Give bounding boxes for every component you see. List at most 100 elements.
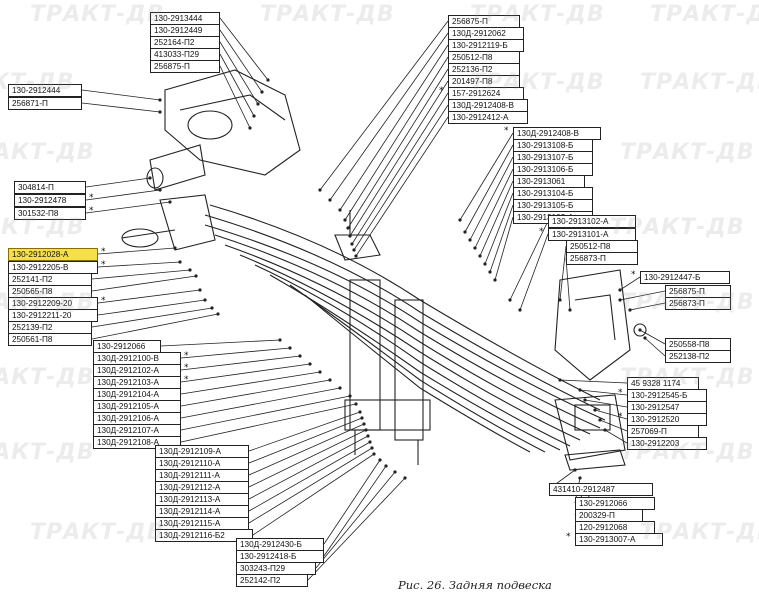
leader-line [347,68,449,229]
leader-line [644,337,666,357]
leader-line [559,245,567,301]
watermark: ТРАКТ-ДВ [640,70,759,95]
leader-endpoint [568,308,572,312]
part-number-label[interactable]: 304814-П [14,181,86,194]
leader-endpoint [352,248,356,252]
leader-line [484,192,514,265]
leader-endpoint [318,370,322,374]
part-number-label[interactable]: 250561-П8 [8,333,92,346]
watermark: ТРАКТ-ДВ [610,215,745,240]
leader-endpoint [308,362,312,366]
part-number-label[interactable]: 130-2912028-А [8,248,98,261]
leader-line [248,423,365,476]
watermark: ТРАКТ-ДВ [640,520,759,545]
leader-line [565,257,571,311]
part-number-label[interactable]: 130-2912412-А [448,111,528,124]
watermark: ТРАКТ-ДВ [620,440,755,465]
leader-line [307,477,406,581]
leader-endpoint [364,428,368,432]
part-number-label[interactable]: 130-2912447-Б [640,271,730,284]
leader-line [97,247,176,255]
leader-endpoint [328,198,332,202]
leader-endpoint [338,386,342,390]
watermark: ТРАКТ-ДВ [0,140,95,165]
asterisk-marker: * [618,412,623,422]
asterisk-marker: * [539,227,544,237]
part-number-label[interactable]: 431410-2912487 [549,483,653,496]
leader-line [91,269,191,280]
rear-bracket [554,269,647,381]
watermark: ТРАКТ-ДВ [30,520,165,545]
part-number-label[interactable]: 256873-П [665,297,731,310]
leader-endpoint [348,234,352,238]
leader-endpoint [638,328,642,332]
part-number-label[interactable]: 130Д-2912116-Б2 [155,529,253,542]
leader-line [248,411,361,452]
leader-endpoint [558,378,562,382]
leader-line [619,290,666,301]
leader-line [579,389,628,396]
leader-endpoint [384,464,388,468]
asterisk-marker: * [184,375,189,385]
asterisk-marker: * [101,260,106,270]
asterisk-marker: * [566,532,571,542]
leader-line [464,144,514,233]
leader-endpoint [463,230,467,234]
leader-line [639,329,666,345]
leader-endpoint [338,208,342,212]
leader-line [474,168,514,249]
leader-line [459,132,514,221]
leader-endpoint [343,218,347,222]
leader-endpoint [148,176,152,180]
part-number-label[interactable]: 256873-П [566,252,638,265]
asterisk-marker: * [89,193,94,203]
part-number-label[interactable]: 130-2912203 [627,437,707,450]
part-number-label[interactable]: 130-2912209-20 [8,297,98,310]
part-number-label[interactable]: 130-2913102-А [548,215,636,228]
leader-line [219,29,263,93]
leader-line [319,20,449,191]
leader-line [252,453,375,536]
leader-line [248,447,373,524]
leader-endpoint [188,268,192,272]
part-number-label[interactable]: 256871-П [8,97,82,110]
leader-line [180,395,351,431]
leaf-spring-pack [204,204,606,453]
part-number-label[interactable]: 301532-П8 [14,207,86,220]
leader-line [248,441,371,512]
leader-endpoint [403,476,407,480]
part-number-label[interactable]: 130-2912478 [14,194,86,207]
front-shackle [121,194,216,251]
leader-lines [81,17,666,581]
watermark: ТРАКТ-ДВ [620,140,755,165]
leader-endpoint [483,262,487,266]
part-number-label[interactable]: 200329-П [575,509,643,522]
leader-endpoint [578,476,582,480]
leader-endpoint [468,238,472,242]
leader-line [559,379,628,384]
leader-endpoint [278,338,282,342]
asterisk-marker: * [504,126,509,136]
leader-endpoint [210,306,214,310]
part-number-label[interactable]: 252138-П2 [665,350,731,363]
leader-line [351,92,449,245]
leader-endpoint [578,388,582,392]
leader-endpoint [173,246,177,250]
part-number-label[interactable]: 256875-П [150,60,220,73]
leader-endpoint [348,394,352,398]
leader-line [91,275,197,292]
rear-shackle-block [554,394,626,471]
leader-endpoint [260,90,264,94]
leader-line [494,216,514,281]
part-number-label[interactable]: 252142-П2 [236,574,308,587]
leader-line [619,276,641,291]
leader-endpoint [593,408,597,412]
leader-line [180,379,331,407]
leader-endpoint [643,336,647,340]
leader-endpoint [598,418,602,422]
part-number-label[interactable]: 130-2912444 [8,84,82,97]
leader-line [315,471,396,569]
leader-line [97,289,201,304]
part-number-label[interactable]: 130-2913007-А [575,533,663,546]
leader-endpoint [194,274,198,278]
